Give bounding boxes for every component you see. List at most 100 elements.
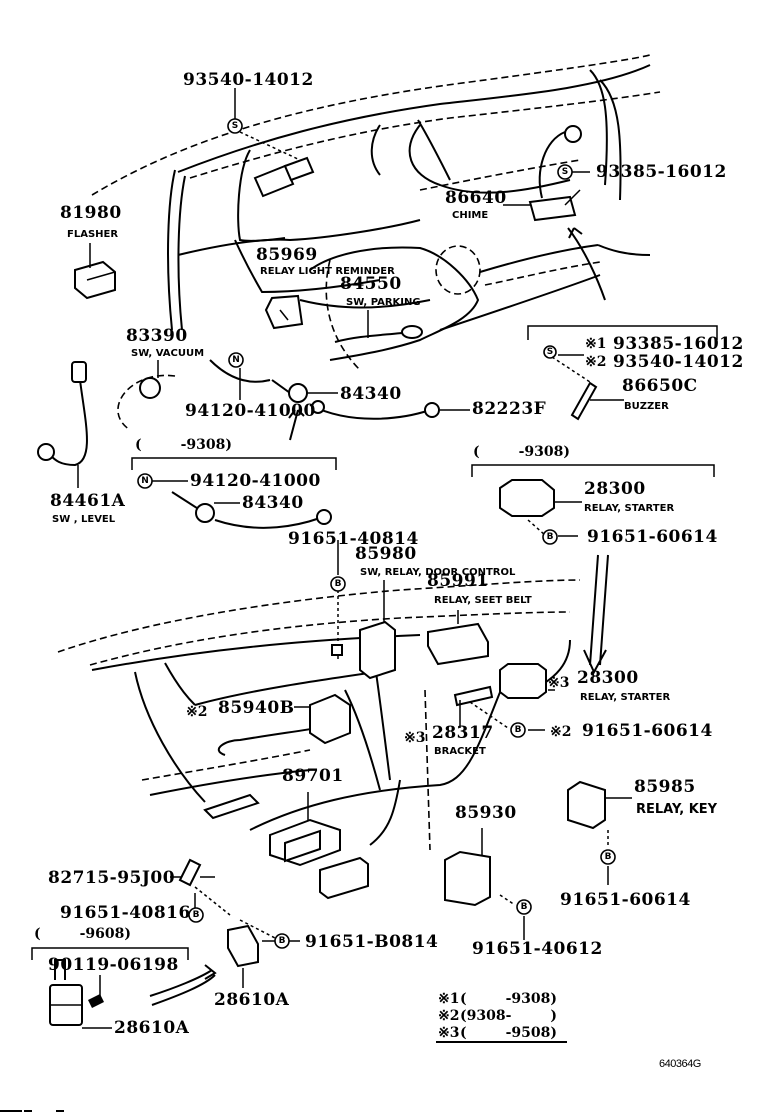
part-sketch-seat-belt-relay xyxy=(427,610,489,666)
label-85930: 85930 xyxy=(455,803,517,823)
label-90119-06198: 90119-06198 xyxy=(48,955,179,975)
part-sketch-89701 xyxy=(203,792,369,900)
label-sw-relay-door-control: SW, RELAY, DOOR CONTROL xyxy=(360,567,516,578)
label-28317: 28317 xyxy=(432,723,494,743)
label-85980: 85980 xyxy=(355,544,417,564)
part-sketch-key-relay xyxy=(567,780,632,885)
svg-text:S: S xyxy=(547,347,553,357)
label-85969: 85969 xyxy=(256,245,318,265)
label-81980: 81980 xyxy=(60,203,122,223)
svg-text:N: N xyxy=(141,476,149,486)
svg-text:B: B xyxy=(193,910,200,920)
symbol-b-40612: B xyxy=(516,899,532,915)
label-94120-41000-lower: 94120-41000 xyxy=(190,471,321,491)
range-bracket-alt-bolt xyxy=(527,325,718,340)
symbol-b-key-relay: B xyxy=(600,849,616,865)
legend-range-1: ( -9308) xyxy=(460,991,557,1007)
label-note-3-starter: ※3 xyxy=(548,675,569,691)
label-sw-level: SW , LEVEL xyxy=(52,514,116,525)
part-sketch-bracket-28317 xyxy=(453,685,509,729)
label-84340-lower: 84340 xyxy=(242,493,304,513)
arrow-28610A xyxy=(149,964,217,1006)
range-bracket-right xyxy=(471,464,715,477)
label-buzzer: BUZZER xyxy=(624,401,669,412)
range-bracket-left xyxy=(131,457,337,470)
part-sketch-84340-upper xyxy=(271,379,470,441)
part-sketch-85930 xyxy=(444,828,525,940)
symbol-n-lower: N xyxy=(137,473,153,489)
label-82223F: 82223F xyxy=(472,399,546,419)
label-91651-40814: 91651-40814 xyxy=(288,529,419,549)
svg-text:B: B xyxy=(279,936,286,946)
label-range-9308-left: ( -9308) xyxy=(135,437,232,453)
label-91651-60614-lower: 91651-60614 xyxy=(582,721,713,741)
label-range-9308-right: ( -9308) xyxy=(473,444,570,460)
part-sketch-vacuum-switch xyxy=(117,360,176,431)
svg-text:B: B xyxy=(547,532,554,542)
label-28610A-loose: 28610A xyxy=(114,1018,190,1038)
label-93540-14012-top: 93540-14012 xyxy=(183,70,314,90)
svg-text:N: N xyxy=(232,355,240,365)
label-relay-light-reminder: RELAY LIGHT REMINDER xyxy=(260,266,395,277)
part-sketch-85940B xyxy=(294,693,351,745)
part-sketch-82715-bracket xyxy=(170,858,231,916)
illustration-code: 640364G xyxy=(659,1058,701,1070)
scan-marks xyxy=(0,1110,64,1112)
label-85985: 85985 xyxy=(634,777,696,797)
label-note-2: ※2 xyxy=(585,354,606,370)
label-91651-40612: 91651-40612 xyxy=(472,939,603,959)
label-relay-key: RELAY, KEY xyxy=(636,802,718,817)
label-89701: 89701 xyxy=(282,766,344,786)
symbol-b-b0814: B xyxy=(274,933,290,949)
label-note-2-60614: ※2 xyxy=(550,724,571,740)
label-91651-40816: 91651-40816 xyxy=(60,903,191,923)
svg-text:S: S xyxy=(562,167,568,177)
label-84340-upper: 84340 xyxy=(340,384,402,404)
label-flasher: FLASHER xyxy=(67,229,118,240)
symbol-s-chime: S xyxy=(557,164,573,180)
label-note-3-bracket: ※3 xyxy=(404,730,425,746)
symbol-s-buzzer: S xyxy=(543,345,557,359)
part-sketch-starter-relay-lower xyxy=(499,663,555,699)
legend-mark-1: ※1 xyxy=(438,991,459,1007)
label-sw-vacuum: SW, VACUUM xyxy=(131,348,204,359)
label-28300-upper: 28300 xyxy=(584,479,646,499)
label-94120-41000-upper: 94120-41000 xyxy=(185,401,316,421)
label-relay-starter-lower: RELAY, STARTER xyxy=(580,692,670,703)
label-bracket: BRACKET xyxy=(434,746,486,757)
symbol-b-40814: B xyxy=(330,576,346,592)
symbol-s-top: S xyxy=(227,118,243,134)
symbol-b-starter-lower: B xyxy=(510,722,526,738)
label-86640: 86640 xyxy=(445,188,507,208)
legend-range-3: ( -9508) xyxy=(460,1025,557,1041)
label-note-2-85940B: ※2 xyxy=(186,704,207,720)
label-28610A-installed: 28610A xyxy=(214,990,290,1010)
label-relay-starter-upper: RELAY, STARTER xyxy=(584,503,674,514)
label-93540-14012-alt: 93540-14012 xyxy=(613,352,744,372)
symbol-b-starter-upper: B xyxy=(542,529,558,545)
footnote-legend: ※1 ( -9308) ※2 (9308- ) ※3 ( -9508) xyxy=(436,991,567,1043)
label-83390: 83390 xyxy=(126,326,188,346)
part-sketch-93540-bulb xyxy=(239,131,315,198)
label-93385-16012-top: 93385-16012 xyxy=(596,162,727,182)
range-bracket-9608 xyxy=(31,947,189,960)
label-chime: CHIME xyxy=(452,210,488,221)
label-sw-parking: SW, PARKING xyxy=(346,297,421,308)
legend-mark-3: ※3 xyxy=(438,1025,459,1041)
label-93385-16012-alt: 93385-16012 xyxy=(613,334,744,354)
svg-text:S: S xyxy=(232,121,238,131)
label-85991: 85991 xyxy=(427,571,489,591)
legend-range-2: (9308- ) xyxy=(460,1008,557,1024)
label-84550: 84550 xyxy=(340,274,402,294)
part-sketch-chime xyxy=(528,125,582,222)
label-range-9608: ( -9608) xyxy=(34,926,131,942)
label-91651-60614-upper: 91651-60614 xyxy=(587,527,718,547)
label-91651-60614-key: 91651-60614 xyxy=(560,890,691,910)
part-sketch-door-control-relay xyxy=(331,580,396,680)
symbol-n-upper: N xyxy=(228,352,244,368)
part-sketch-level-switch xyxy=(37,361,88,488)
part-sketch-buzzer xyxy=(551,354,624,421)
symbol-b-40816: B xyxy=(188,907,204,923)
label-note-1: ※1 xyxy=(585,336,606,352)
